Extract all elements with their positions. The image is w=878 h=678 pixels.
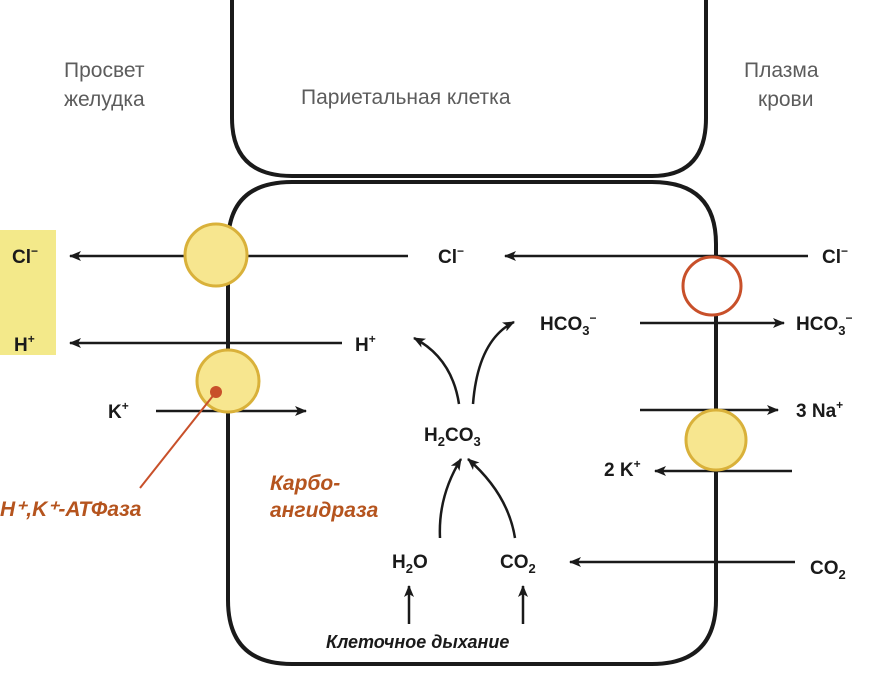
cell-cl-label: Cl− — [438, 244, 464, 268]
plasma-header-line2: крови — [758, 88, 813, 111]
plasma-header-line1: Плазма — [744, 59, 819, 82]
plasma-k-label: 2 K+ — [604, 457, 641, 481]
arrow-co2-to-h2co3 — [467, 458, 517, 539]
lumen-header-line1: Просвет — [64, 59, 145, 82]
atpase-pointer — [139, 391, 217, 489]
cell-hco3-label: HCO3− — [540, 311, 596, 338]
parietal-cell-outline — [226, 180, 718, 666]
anhydrase-label-line1: Карбо- — [270, 472, 340, 495]
cell-k-label: K+ — [108, 399, 129, 423]
cell-co2-label: CO2 — [500, 552, 536, 576]
anhydrase-label-line2: ангидраза — [270, 499, 379, 522]
cell-header: Париетальная клетка — [301, 86, 511, 109]
lumen-header-line2: желудка — [64, 88, 145, 111]
cell-h-label: H+ — [355, 332, 376, 356]
plasma-co2-label: CO2 — [810, 558, 846, 582]
arrow-h2co3-to-hco3 — [471, 320, 515, 405]
lumen-h-label: H+ — [14, 332, 35, 356]
h2o-label: H2O — [392, 552, 428, 576]
lumen-cl-label: Cl− — [12, 244, 38, 268]
upper-cell-outline — [230, 0, 708, 178]
lumen-highlight — [0, 230, 56, 355]
h2co3-label: H2CO3 — [424, 425, 481, 449]
arrow-h2co3-to-h — [413, 336, 461, 405]
atpase-label: H⁺,K⁺-АТФаза — [0, 498, 142, 521]
apical-cl-channel — [183, 222, 249, 288]
na-k-atpase — [684, 408, 748, 472]
plasma-hco3-label: HCO3− — [796, 311, 852, 338]
plasma-cl-label: Cl− — [822, 244, 848, 268]
cellular-respiration-label: Клеточное дыхание — [326, 632, 509, 652]
arrow-h2o-to-h2co3 — [438, 458, 463, 539]
plasma-na-label: 3 Na+ — [796, 398, 843, 422]
cl-hco3-exchanger — [681, 255, 743, 317]
